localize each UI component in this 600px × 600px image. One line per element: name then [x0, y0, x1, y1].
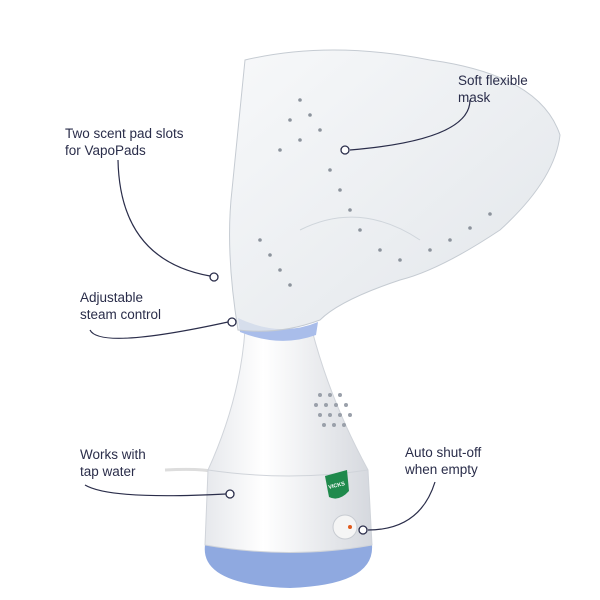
- mask: [229, 49, 561, 332]
- callout-scent-pad-slots: Two scent pad slots for VapoPads: [65, 126, 184, 158]
- callout-auto-shutoff: Auto shut-off when empty: [405, 445, 482, 477]
- callout-dots: [209, 145, 368, 535]
- vent-holes: [314, 393, 352, 427]
- body-seam: [207, 469, 369, 477]
- knob-indicator: [348, 525, 352, 529]
- callout-soft-mask: Soft flexible mask: [458, 73, 528, 105]
- shutoff-knob[interactable]: [332, 514, 358, 540]
- callout-steam-control: Adjustable steam control: [80, 290, 162, 322]
- callout-tap-water: Works with tap water: [80, 447, 146, 479]
- mask-holes: [258, 98, 492, 287]
- callout-lines: [84, 99, 471, 531]
- mask-fold: [299, 216, 421, 241]
- vicks-logo: [325, 470, 349, 499]
- brand-logo-text: VICKS: [328, 481, 346, 491]
- blue-base: [204, 545, 373, 588]
